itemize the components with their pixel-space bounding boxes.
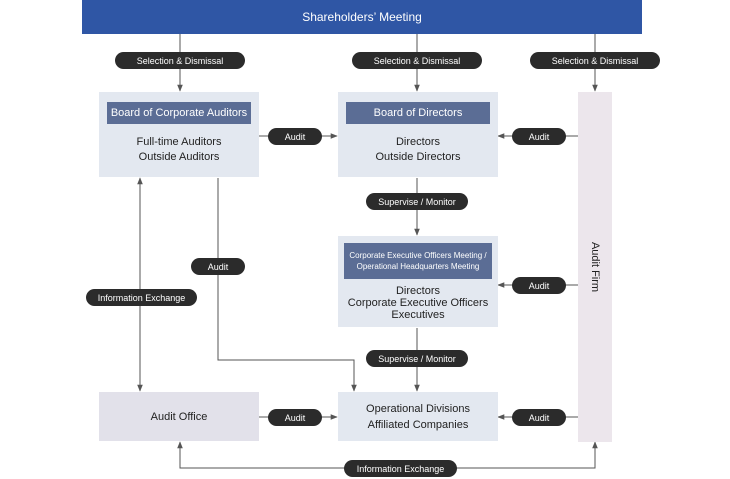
exec-directors-label: Directors	[395, 285, 440, 297]
audit-firm-label: Audit Firm	[589, 241, 601, 293]
selection-dismissal-label: Selection & Dismissal	[373, 55, 461, 66]
selection-dismissal-label: Selection & Dismissal	[136, 55, 224, 66]
supervise-monitor-pill-upper: Supervise / Monitor	[366, 193, 468, 210]
operational-divisions-label: Operational Divisions	[366, 402, 470, 415]
audit-office-box: Audit Office	[99, 392, 259, 441]
audit-firm-box: Audit Firm	[578, 92, 612, 442]
audit-pill-firm-to-directors: Audit	[512, 128, 566, 145]
audit-pill-firm-to-executives: Audit	[512, 277, 566, 294]
executive-meeting-box: Corporate Executive Officers Meeting / O…	[338, 236, 498, 327]
supervise-monitor-label: Supervise / Monitor	[378, 196, 456, 207]
corporate-executive-officers-label: Corporate Executive Officers	[347, 297, 489, 309]
executive-meeting-header: Corporate Executive Officers Meeting / O…	[344, 243, 492, 279]
supervise-monitor-label: Supervise / Monitor	[378, 353, 456, 364]
audit-pill-firm-to-operations: Audit	[512, 409, 566, 426]
executive-meeting-title-line2: Operational Headquarters Meeting	[356, 262, 480, 271]
full-time-auditors-label: Full-time Auditors	[136, 136, 222, 148]
audit-office-label: Audit Office	[150, 410, 208, 423]
executive-meeting-title-line1: Corporate Executive Officers Meeting /	[349, 251, 487, 260]
affiliated-companies-label: Affiliated Companies	[367, 418, 469, 431]
audit-pill-auditors-to-directors: Audit	[268, 128, 322, 145]
board-of-directors-title: Board of Directors	[373, 107, 463, 119]
outside-directors-label: Outside Directors	[375, 151, 461, 163]
information-exchange-label: Information Exchange	[97, 292, 186, 303]
audit-pill-auditors-to-operations: Audit	[191, 258, 245, 275]
audit-label: Audit	[528, 131, 550, 142]
selection-dismissal-label: Selection & Dismissal	[551, 55, 639, 66]
board-of-auditors-header: Board of Corporate Auditors	[107, 102, 251, 124]
selection-dismissal-pill-auditors: Selection & Dismissal	[115, 52, 245, 69]
outside-auditors-label: Outside Auditors	[138, 151, 220, 163]
information-exchange-pill-bottom: Information Exchange	[344, 460, 457, 477]
information-exchange-label: Information Exchange	[356, 463, 445, 474]
board-of-auditors-box: Board of Corporate Auditors Full-time Au…	[99, 92, 259, 177]
board-of-auditors-title: Board of Corporate Auditors	[110, 107, 248, 119]
audit-label: Audit	[528, 280, 550, 291]
audit-label: Audit	[284, 412, 306, 423]
directors-label: Directors	[395, 136, 440, 148]
board-of-directors-box: Board of Directors Directors Outside Dir…	[338, 92, 498, 177]
shareholders-meeting-label: Shareholders’ Meeting	[302, 10, 422, 24]
selection-dismissal-pill-audit-firm: Selection & Dismissal	[530, 52, 660, 69]
supervise-monitor-pill-lower: Supervise / Monitor	[366, 350, 468, 367]
information-exchange-pill-vertical: Information Exchange	[86, 289, 197, 306]
audit-label: Audit	[528, 412, 550, 423]
selection-dismissal-pill-directors: Selection & Dismissal	[352, 52, 482, 69]
audit-pill-office-to-operations: Audit	[268, 409, 322, 426]
shareholders-meeting-bar: Shareholders’ Meeting	[82, 0, 642, 34]
audit-label: Audit	[284, 131, 306, 142]
audit-label: Audit	[207, 261, 229, 272]
operational-divisions-box: Operational Divisions Affiliated Compani…	[338, 392, 498, 441]
board-of-directors-header: Board of Directors	[346, 102, 490, 124]
executives-label: Executives	[391, 309, 445, 321]
